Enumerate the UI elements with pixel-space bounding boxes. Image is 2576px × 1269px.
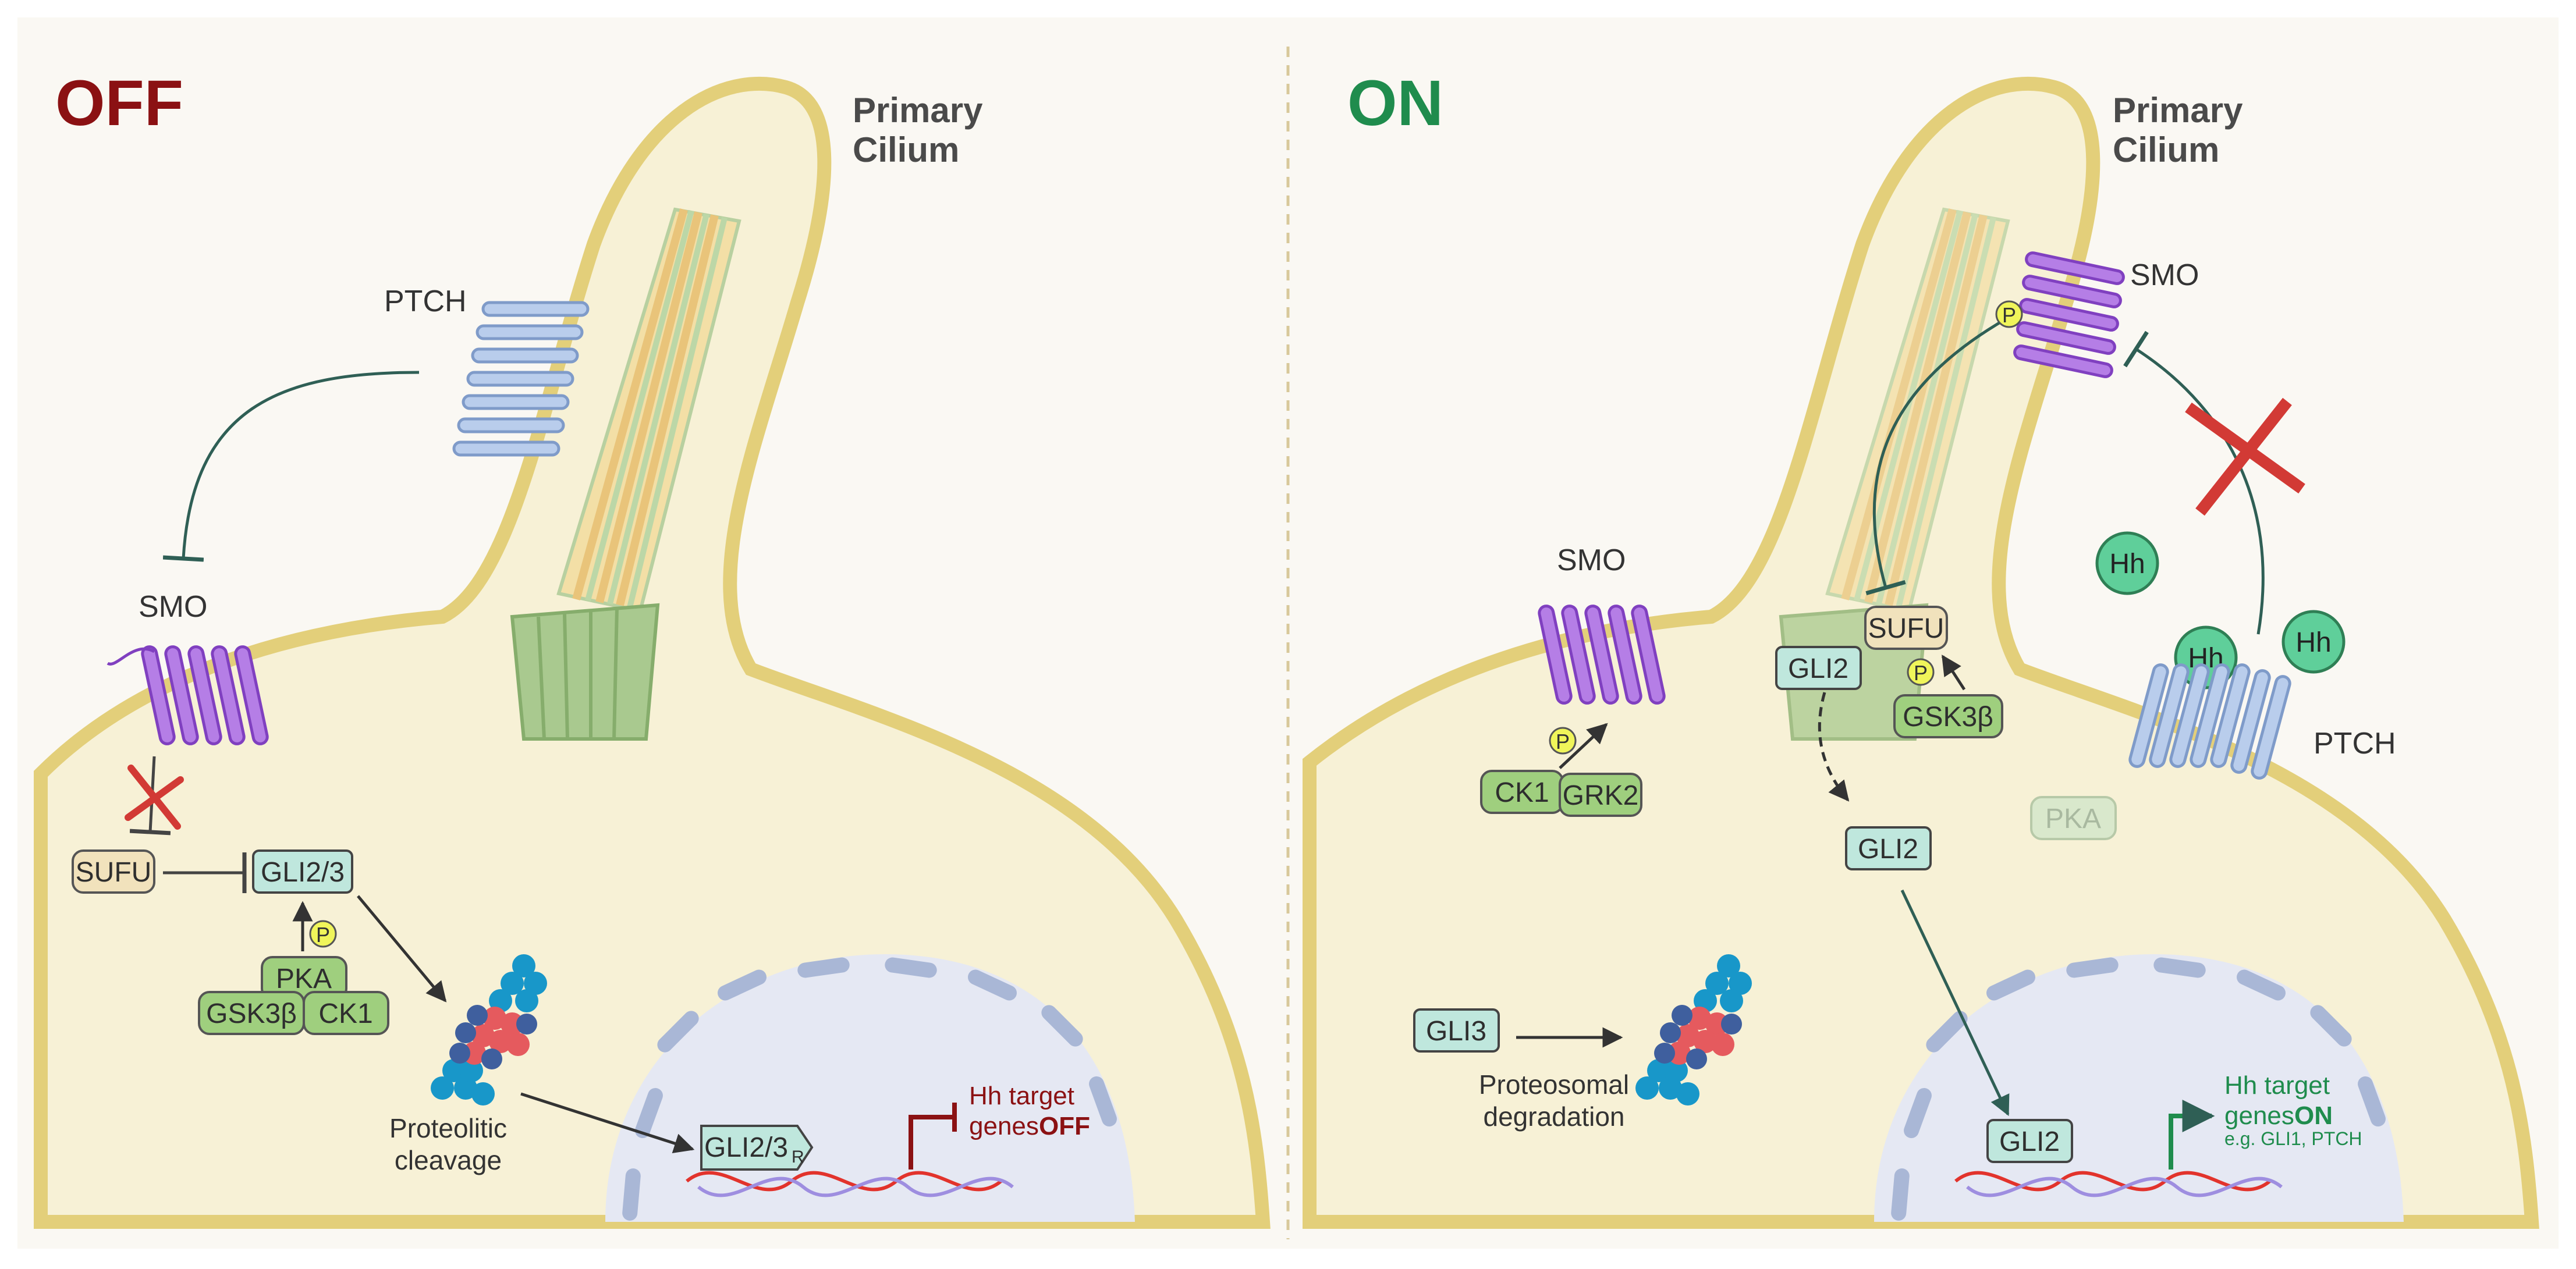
on-degradation-label-line1: Proteosomal <box>1479 1069 1629 1100</box>
on-cilium-label-line1: Primary <box>2113 91 2243 130</box>
on-grk2-label: GRK2 <box>1563 780 1639 811</box>
on-target-examples: e.g. GLI1, PTCH <box>2224 1128 2362 1149</box>
on-ck1-label: CK1 <box>1495 777 1549 808</box>
on-smo-base-phospho-label: P <box>1556 730 1570 753</box>
on-smo-cilium-label: SMO <box>2130 258 2199 292</box>
off-nuclear-envelope <box>622 957 1117 1221</box>
off-dna <box>686 1171 1014 1197</box>
on-hh-ligand-3: Hh <box>2282 610 2346 674</box>
on-smo-phospho-label: P <box>2002 303 2016 327</box>
on-ptch-label: PTCH <box>2314 727 2396 760</box>
on-pka-box <box>2030 796 2117 840</box>
off-gli-repressor-to-nucleus <box>520 1092 695 1154</box>
off-title: OFF <box>55 67 183 139</box>
on-target-label-line1: Hh target <box>2224 1071 2330 1100</box>
on-hh-ligand-1-label: Hh <box>2109 549 2145 580</box>
off-target-state: OFF <box>1039 1112 1090 1140</box>
on-cilium-label-line2: Cilium <box>2113 130 2219 169</box>
off-gli-repressor-subscript: R <box>792 1147 804 1167</box>
off-panel: OFF Primary Cilium PTCH SMO <box>34 67 1271 1229</box>
on-dna <box>1954 1171 2283 1197</box>
off-red-cross-icon <box>125 765 184 830</box>
off-proteasome-icon <box>431 954 547 1106</box>
on-sufu-box <box>1864 606 1948 650</box>
off-phospho-icon <box>309 920 337 948</box>
on-ptch-receptor <box>2128 663 2291 780</box>
off-transcription-blocked-icon <box>909 1103 957 1170</box>
off-phospho-label: P <box>316 923 330 947</box>
off-cilium-label-line2: Cilium <box>853 130 959 169</box>
off-gsk-label: GSK3β <box>206 998 297 1029</box>
on-sufu-label: SUFU <box>1868 613 1945 644</box>
off-ck1-label: CK1 <box>318 998 372 1029</box>
on-target-state: ON <box>2294 1101 2333 1130</box>
on-title: ON <box>1347 67 1443 139</box>
on-hh-ligand-3-label: Hh <box>2295 627 2331 658</box>
on-gli3-label: GLI3 <box>1426 1016 1486 1047</box>
off-pka-label: PKA <box>276 964 332 994</box>
on-grk2-box <box>1559 773 1642 817</box>
on-gli-mid-label: GLI2 <box>1858 834 1918 865</box>
on-nuclear-envelope <box>1891 957 2386 1221</box>
on-target-label-line2: genes <box>2224 1101 2294 1130</box>
on-smo-cilium-receptor <box>2013 251 2125 378</box>
on-gli-cilium-label: GLI2 <box>1788 653 1848 684</box>
off-sufu-label: SUFU <box>76 857 152 888</box>
off-cilium-label-line1: Primary <box>853 91 983 130</box>
on-smo-phospho-icon <box>1995 300 2023 328</box>
on-transcription-arrow-icon <box>2169 1100 2215 1170</box>
off-axoneme <box>510 207 741 741</box>
off-gli-to-proteasome <box>357 895 447 1003</box>
on-panel: ON Primary Cilium P SMO Hh Hh <box>1303 67 2539 1229</box>
off-gli-repressor-box <box>700 1125 814 1171</box>
on-gli-nucleus-box <box>1986 1119 2073 1163</box>
on-gsk-box <box>1893 694 2003 738</box>
on-gli-nucleus-label: GLI2 <box>1999 1126 2060 1157</box>
on-sufu-phospho-label: P <box>1914 661 1928 685</box>
off-ptch-receptor <box>452 301 590 457</box>
on-kinases-phosphorylate-smo <box>1559 723 1608 769</box>
on-gli-cilium-box <box>1775 646 1862 690</box>
on-hh-ligand-1: Hh <box>2095 531 2159 595</box>
on-gli3-box <box>1413 1008 1500 1053</box>
off-cleavage-label-line1: Proteolitic <box>389 1113 507 1143</box>
off-smo-label: SMO <box>139 590 207 624</box>
off-ptch-label: PTCH <box>384 285 467 318</box>
on-proteasome-icon <box>1635 954 1752 1106</box>
on-degradation-label-line2: degradation <box>1484 1101 1625 1132</box>
on-smo-base-phospho-icon <box>1549 727 1577 755</box>
off-ck1-box <box>303 991 389 1035</box>
on-sufu-phospho-icon <box>1907 658 1935 686</box>
off-smo-receptor <box>107 645 269 745</box>
on-smo-base-label: SMO <box>1557 543 1626 577</box>
on-gsk-phosphorylates-sufu <box>1941 655 1966 691</box>
off-sufu-box <box>72 849 155 894</box>
off-gli-repressor-label: GLI2/3 <box>704 1132 788 1163</box>
on-smo-inhibits-sufu <box>1865 321 2000 595</box>
on-gli-mid-box <box>1845 826 1932 870</box>
off-target-label-line1: Hh target <box>969 1082 1074 1110</box>
off-ptch-inhibits-smo <box>162 371 420 562</box>
off-cleavage-label-line2: cleavage <box>395 1145 502 1175</box>
on-pka-label: PKA <box>2045 804 2101 834</box>
off-gli-box <box>252 849 353 894</box>
off-gli-label: GLI2/3 <box>261 857 345 888</box>
on-gli-to-nucleus <box>1900 889 2010 1117</box>
off-target-label-line2: genes <box>969 1112 1039 1140</box>
on-gsk-label: GSK3β <box>1903 702 1993 733</box>
on-smo-base-receptor <box>1538 605 1666 705</box>
on-red-cross-icon <box>2185 397 2305 516</box>
